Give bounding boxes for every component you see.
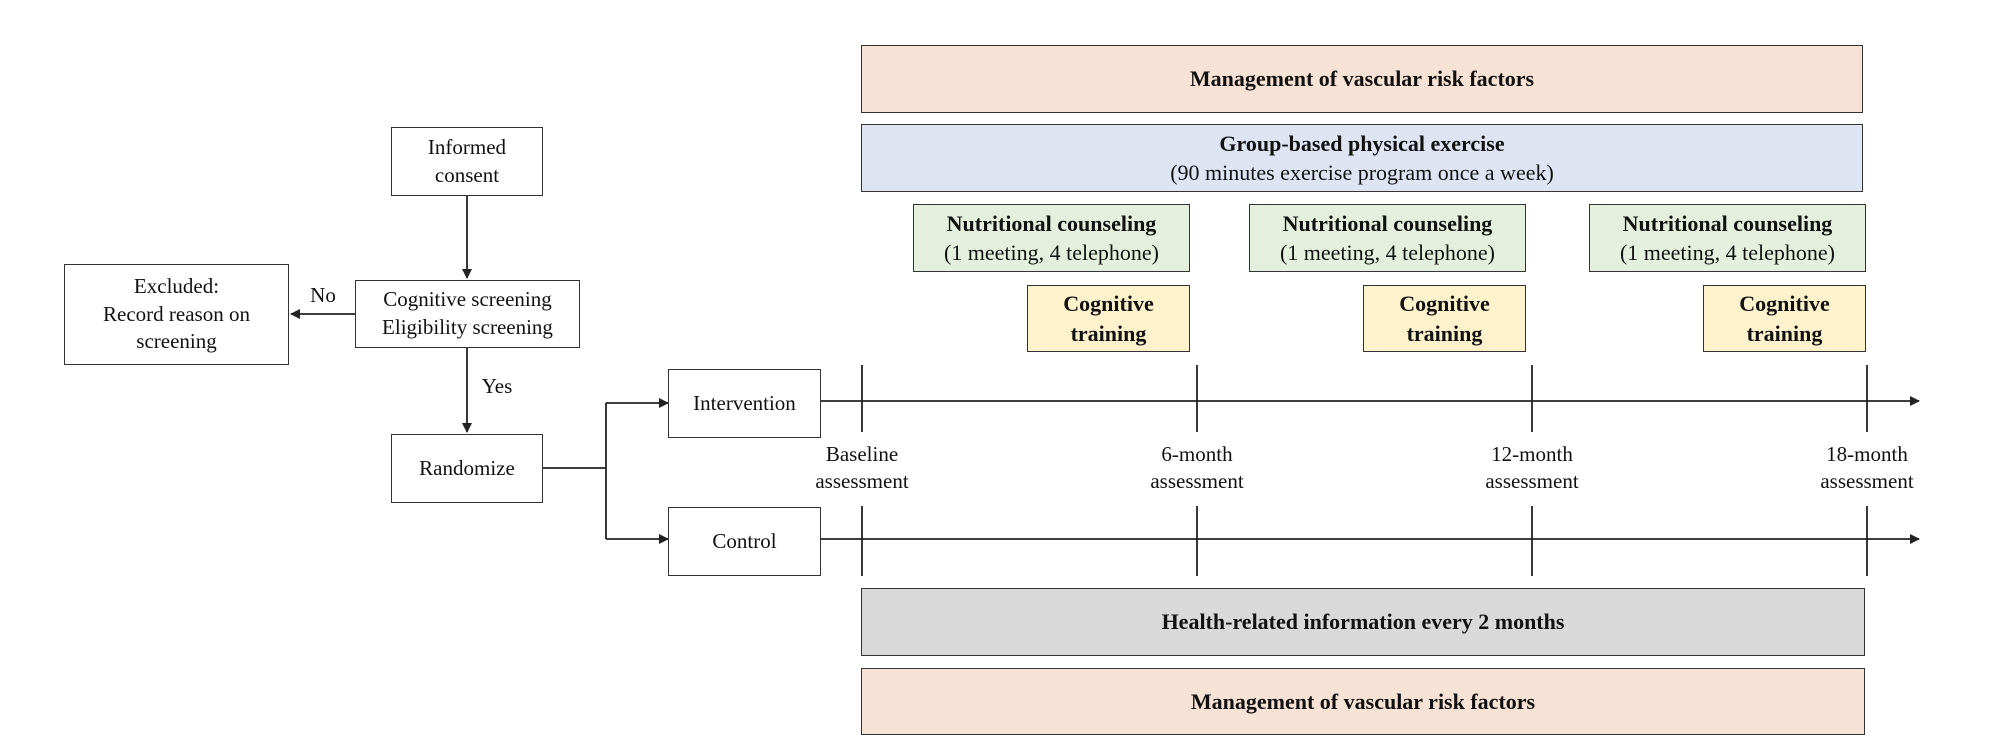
cognitive-training-box-2: Cognitive training — [1363, 285, 1526, 352]
physical-exercise-title: Group-based physical exercise — [1219, 130, 1505, 156]
assessment-label-12-month: 12-month assessment — [1462, 441, 1602, 496]
assessment-baseline-line-1: Baseline — [825, 442, 899, 466]
excluded-line-1: Excluded: — [133, 273, 220, 298]
nutritional-counseling-detail-3: (1 meeting, 4 telephone) — [1619, 240, 1836, 265]
cognitive-training-line-2b: training — [1406, 320, 1483, 346]
health-information-text: Health-related information every 2 month… — [1161, 609, 1565, 635]
assessment-18-month-line-2: assessment — [1820, 469, 1914, 494]
yes-label: Yes — [481, 374, 513, 398]
eligibility-screening-text: Eligibility screening — [382, 315, 553, 339]
excluded-line-2: Record reason on — [103, 301, 250, 326]
physical-exercise-band: Group-based physical exercise (90 minute… — [861, 124, 1863, 192]
informed-consent-line-2: consent — [434, 162, 500, 187]
assessment-6-month-line-2: assessment — [1150, 469, 1244, 494]
nutritional-counseling-title-2: Nutritional counseling — [1282, 210, 1493, 236]
physical-exercise-detail: (90 minutes exercise program once a week… — [1170, 160, 1554, 185]
nutritional-counseling-box-3: Nutritional counseling (1 meeting, 4 tel… — [1589, 204, 1866, 272]
cognitive-training-line-3a: Cognitive — [1739, 291, 1830, 317]
assessment-label-6-month: 6-month assessment — [1127, 441, 1267, 496]
health-information-band: Health-related information every 2 month… — [861, 588, 1865, 656]
nutritional-counseling-detail-2: (1 meeting, 4 telephone) — [1279, 240, 1496, 265]
vascular-risk-band-top: Management of vascular risk factors — [861, 45, 1863, 113]
informed-consent-line-1: Informed — [427, 134, 507, 159]
assessment-label-baseline: Baseline assessment — [792, 441, 932, 496]
nutritional-counseling-title-1: Nutritional counseling — [946, 210, 1157, 236]
cognitive-training-line-1b: training — [1070, 320, 1147, 346]
informed-consent-box: Informed consent — [391, 127, 543, 196]
control-text: Control — [712, 528, 777, 553]
vascular-risk-band-bottom: Management of vascular risk factors — [861, 668, 1865, 735]
no-label: No — [310, 283, 336, 307]
intervention-box: Intervention — [668, 369, 821, 438]
excluded-line-3: screening — [136, 329, 217, 354]
vascular-risk-top-text: Management of vascular risk factors — [1189, 66, 1535, 92]
screening-box: Cognitive screening Eligibility screenin… — [355, 280, 580, 348]
assessment-label-18-month: 18-month assessment — [1797, 441, 1937, 496]
nutritional-counseling-title-3: Nutritional counseling — [1622, 210, 1833, 236]
control-box: Control — [668, 507, 821, 576]
cognitive-training-line-3b: training — [1746, 320, 1823, 346]
assessment-12-month-line-2: assessment — [1485, 469, 1579, 494]
randomize-text: Randomize — [419, 455, 515, 480]
cognitive-training-box-3: Cognitive training — [1703, 285, 1866, 352]
excluded-box: Excluded: Record reason on screening — [64, 264, 289, 365]
assessment-18-month-line-1: 18-month — [1826, 442, 1908, 466]
assessment-12-month-line-1: 12-month — [1491, 442, 1573, 466]
nutritional-counseling-box-2: Nutritional counseling (1 meeting, 4 tel… — [1249, 204, 1526, 272]
assessment-6-month-line-1: 6-month — [1161, 442, 1233, 466]
cognitive-training-line-2a: Cognitive — [1399, 291, 1490, 317]
nutritional-counseling-detail-1: (1 meeting, 4 telephone) — [943, 240, 1160, 265]
cognitive-training-box-1: Cognitive training — [1027, 285, 1190, 352]
cognitive-screening-text: Cognitive screening — [383, 287, 552, 312]
vascular-risk-bottom-text: Management of vascular risk factors — [1190, 688, 1536, 714]
randomize-box: Randomize — [391, 434, 543, 503]
cognitive-training-line-1a: Cognitive — [1063, 291, 1154, 317]
nutritional-counseling-box-1: Nutritional counseling (1 meeting, 4 tel… — [913, 204, 1190, 272]
intervention-text: Intervention — [693, 390, 796, 415]
assessment-baseline-line-2: assessment — [815, 469, 909, 494]
